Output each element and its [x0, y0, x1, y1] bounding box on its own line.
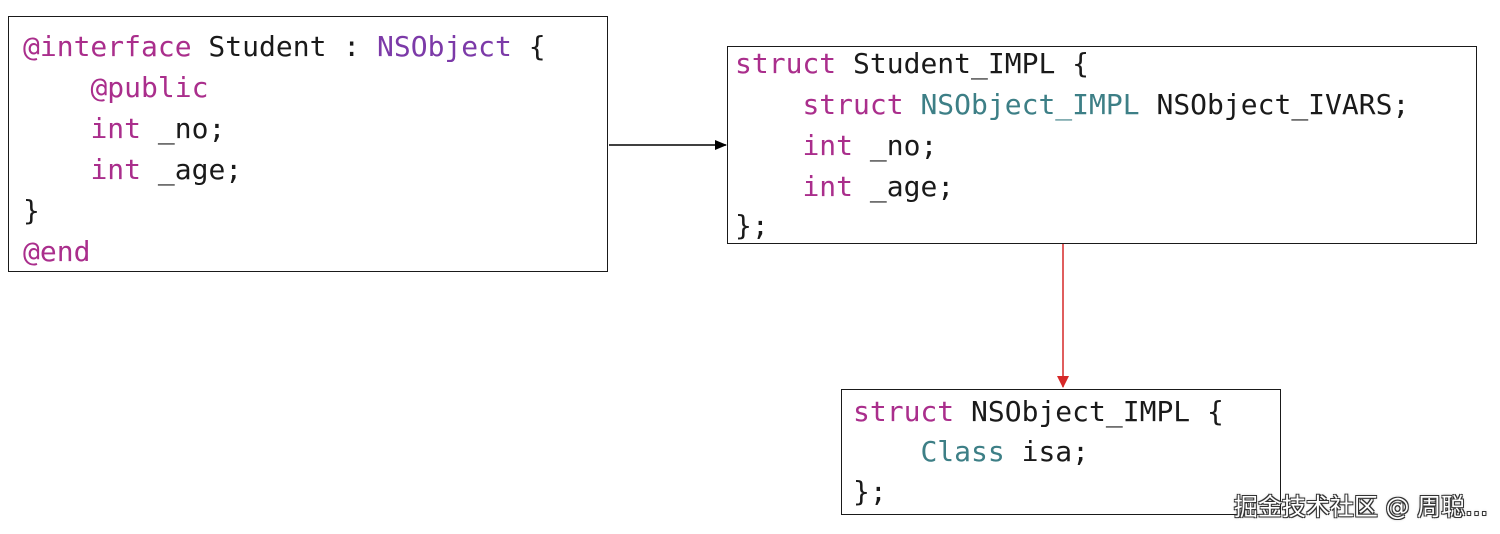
code-line-impl-int-no: int _no;	[802, 129, 938, 162]
code-line-interface-decl: @interface Student : NSObject {	[23, 30, 546, 63]
objc-interface-box: @interface Student : NSObject { @public …	[8, 16, 608, 272]
code-line-struct-student-impl: struct Student_IMPL {	[735, 47, 1090, 80]
code-line-struct-nsobject-impl: struct NSObject_IMPL {	[853, 395, 1224, 428]
code-line-impl-int-age: int _age;	[802, 170, 955, 203]
code-line-nsobject-close: };	[853, 475, 887, 508]
code-line-public: @public	[90, 71, 209, 104]
code-line-int-age: int _age;	[90, 153, 243, 186]
code-line-end: @end	[23, 235, 91, 268]
student-impl-struct-box: struct Student_IMPL { struct NSObject_IM…	[727, 46, 1477, 244]
code-line-impl-close: };	[735, 209, 769, 242]
watermark-text: 掘金技术社区 @ 周聪...	[1233, 493, 1488, 521]
code-line-class-isa: Class isa;	[920, 435, 1090, 468]
red-arrowhead	[1057, 376, 1069, 388]
code-line-int-no: int _no;	[90, 112, 226, 145]
code-line-close-brace: }	[23, 194, 40, 227]
code-line-nsobject-ivars: struct NSObject_IMPL NSObject_IVARS;	[802, 88, 1410, 121]
nsobject-impl-struct-box: struct NSObject_IMPL { Class isa; };	[841, 389, 1281, 515]
